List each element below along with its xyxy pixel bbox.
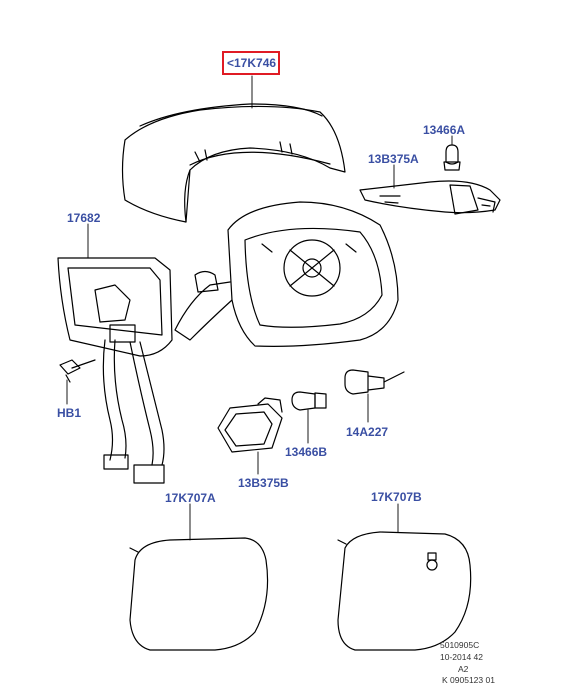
side-lamp-a-part[interactable] (359, 180, 501, 215)
label-bulb-b[interactable]: 13466B (285, 445, 328, 459)
mirror-motor-part[interactable] (57, 257, 173, 357)
footer-date: 10-2014 42 (440, 652, 484, 662)
bolt-part[interactable] (59, 359, 96, 383)
bulb-b-part[interactable] (291, 391, 327, 411)
puddle-lamp-part[interactable] (217, 397, 283, 453)
wiring-harness-part[interactable] (102, 339, 165, 484)
label-side-lamp-a[interactable]: 13B375A (368, 152, 419, 166)
label-mirror-glass-left[interactable]: 17K707A (165, 491, 216, 505)
label-bulb-a[interactable]: 13466A (423, 123, 466, 137)
footer-revision: A2 (458, 664, 469, 674)
label-switch[interactable]: 14A227 (346, 425, 389, 439)
mirror-housing-part[interactable] (174, 201, 399, 347)
mirror-cover-part[interactable] (121, 103, 346, 223)
mirror-glass-right-part[interactable] (337, 531, 472, 651)
footer-diagram-code: 5010905C (440, 640, 480, 650)
label-mirror-glass-right[interactable]: 17K707B (371, 490, 422, 504)
bulb-a-part[interactable] (443, 144, 461, 171)
label-mirror-cover[interactable]: <17K746 (227, 56, 277, 70)
label-puddle-lamp[interactable]: 13B375B (238, 476, 289, 490)
mirror-glass-left-part[interactable] (129, 537, 269, 651)
label-bolt[interactable]: HB1 (57, 406, 82, 420)
footer-reference: K 0905123 01 (442, 675, 495, 685)
selected-part-highlight (222, 51, 280, 75)
label-mirror-motor[interactable]: 17682 (67, 211, 101, 225)
switch-part[interactable] (344, 369, 405, 395)
